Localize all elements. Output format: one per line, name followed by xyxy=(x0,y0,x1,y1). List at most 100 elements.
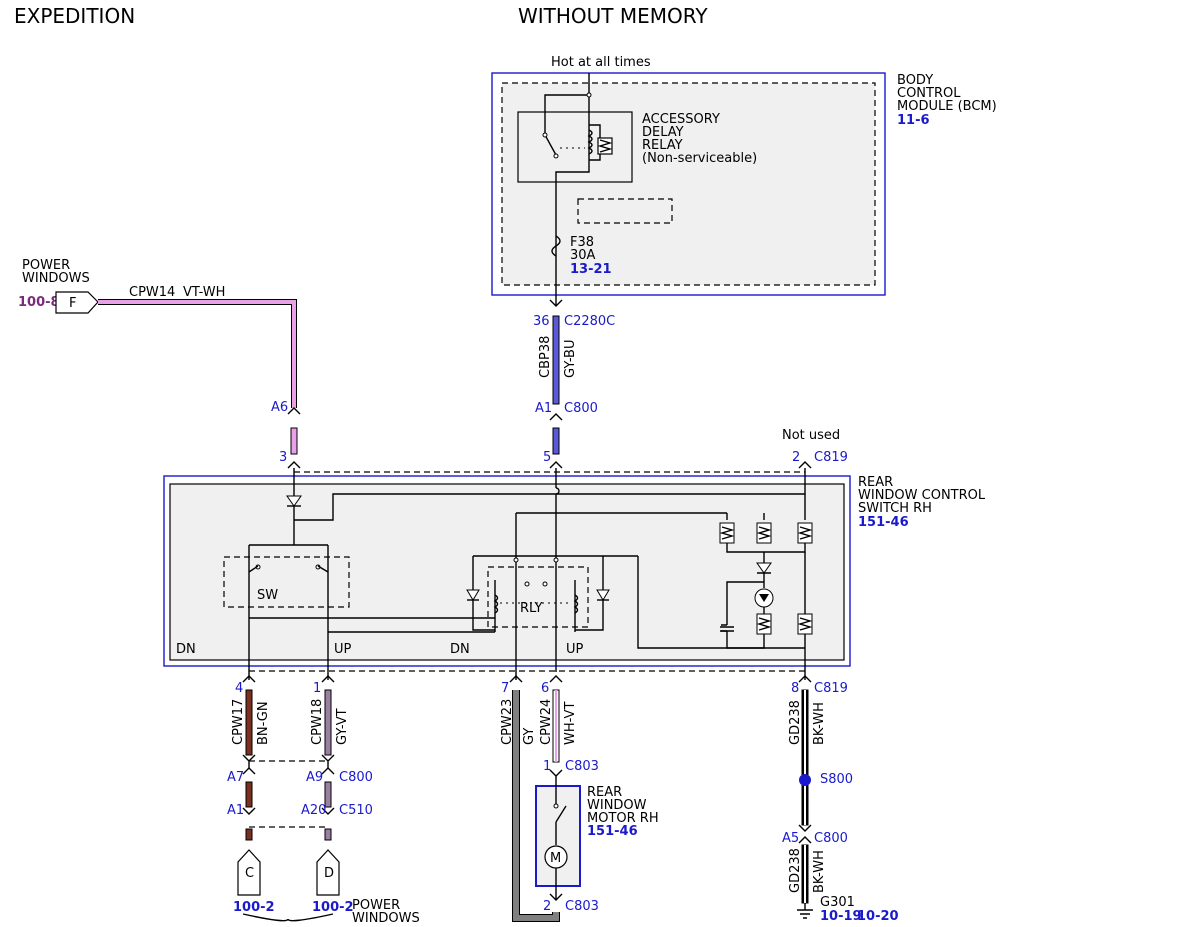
pw-bottom-ref-c-link[interactable]: 100-2 xyxy=(233,900,275,915)
motor-title-2: WINDOW xyxy=(587,798,647,813)
label-dn-2: DN xyxy=(450,642,470,657)
motor-symbol xyxy=(544,845,568,869)
c819-top-pin: 2 xyxy=(792,450,800,465)
switch-pin-5: 5 xyxy=(543,450,551,465)
connector-c-shape[interactable] xyxy=(237,849,261,896)
cbp38-color: GY-BU xyxy=(563,340,578,379)
relay-label-1: ACCESSORY xyxy=(642,112,720,127)
c510-pin-a: A1 xyxy=(227,803,244,818)
relay-label-2: DELAY xyxy=(642,125,684,140)
sw-group xyxy=(223,556,350,608)
c800-right-pin: A5 xyxy=(782,831,799,846)
switch-pin-3: 3 xyxy=(279,450,287,465)
connector-f-label: F xyxy=(69,296,76,311)
motor-ref-link[interactable]: 151-46 xyxy=(587,824,638,839)
c803-top-name[interactable]: C803 xyxy=(565,759,599,774)
bcm-module[interactable] xyxy=(491,72,886,296)
cpw24-color: WH-VT xyxy=(563,702,578,745)
switch-title-1: REAR xyxy=(858,475,893,490)
page-title-left: EXPEDITION xyxy=(14,4,135,28)
ground-ref-2-link[interactable]: 10-20 xyxy=(857,909,899,924)
gd238b-circuit: GD238 xyxy=(788,848,803,893)
connector-f-shape[interactable] xyxy=(55,291,99,314)
pw-top-label-2: WINDOWS xyxy=(22,271,90,286)
bcm-title-2: CONTROL xyxy=(897,86,961,101)
cpw18-circuit: CPW18 xyxy=(310,699,325,745)
cbp38-circuit: CBP38 xyxy=(538,336,553,378)
switch-pin-1: 1 xyxy=(313,681,321,696)
bcm-hot-label: Hot at all times xyxy=(551,55,651,70)
switch-pin-6: 6 xyxy=(541,681,549,696)
motor-title-3: MOTOR RH xyxy=(587,811,659,826)
cpw17-color: BN-GN xyxy=(256,701,271,745)
cpw17-circuit: CPW17 xyxy=(231,699,246,745)
sw-label: SW xyxy=(257,588,278,603)
wire-cpw17[interactable] xyxy=(245,689,253,756)
cpw24-circuit: CPW24 xyxy=(539,699,554,745)
connector-d-label: D xyxy=(324,866,334,881)
relay-label-3: RELAY xyxy=(642,138,683,153)
splice-s800[interactable] xyxy=(799,774,811,786)
bcm-title-1: BODY xyxy=(897,73,933,88)
wire-cpw14[interactable] xyxy=(98,299,297,408)
cpw18-color: GY-VT xyxy=(335,708,350,745)
c800-left-name[interactable]: C800 xyxy=(339,770,373,785)
wire-cpw18[interactable] xyxy=(324,689,332,756)
switch-title-3: SWITCH RH xyxy=(858,501,932,516)
ground-symbol xyxy=(797,903,813,919)
not-used-label: Not used xyxy=(782,428,840,443)
relay-label-4: (Non-serviceable) xyxy=(642,151,757,166)
label-dn-1: DN xyxy=(176,642,196,657)
c803-top-pin: 1 xyxy=(543,759,551,774)
pw-bottom-label-2: WINDOWS xyxy=(352,911,420,926)
connector-c-label: C xyxy=(245,866,254,881)
c2280c-pin: 36 xyxy=(533,314,550,329)
page-title-center: WITHOUT MEMORY xyxy=(518,4,708,28)
connector-d-shape[interactable] xyxy=(316,849,340,896)
pw-top-ref-link[interactable]: 100-8 xyxy=(18,295,60,310)
c800-left-pin-b: A9 xyxy=(306,770,323,785)
ground-name: G301 xyxy=(820,895,855,910)
pw-bottom-label-1: POWER xyxy=(352,898,400,913)
c800-left-pin-a: A7 xyxy=(227,770,244,785)
label-up-2: UP xyxy=(566,642,584,657)
accessory-delay-relay xyxy=(517,111,633,183)
cpw23-color: GY xyxy=(522,728,537,745)
bcm-ref-link[interactable]: 11-6 xyxy=(897,113,930,128)
pw-bottom-ref-d-link[interactable]: 100-2 xyxy=(312,900,354,915)
switch-pin-4: 4 xyxy=(235,681,243,696)
c510-pin-b: A20 xyxy=(301,803,326,818)
c800-right-name[interactable]: C800 xyxy=(814,831,848,846)
gd238a-color: BK-WH xyxy=(812,702,827,745)
motor-title-1: REAR xyxy=(587,785,622,800)
label-up-1: UP xyxy=(334,642,352,657)
motor-symbol-label: M xyxy=(550,851,561,866)
gd238a-circuit: GD238 xyxy=(788,700,803,745)
bcm-title-3: MODULE (BCM) xyxy=(897,99,997,114)
switch-title-2: WINDOW CONTROL xyxy=(858,488,986,503)
c800-top-name[interactable]: C800 xyxy=(564,401,598,416)
cpw14-color: VT-WH xyxy=(183,285,225,300)
rear-window-motor[interactable] xyxy=(535,785,581,887)
ground-ref-1-link[interactable]: 10-19 xyxy=(820,909,862,924)
rear-window-control-switch[interactable] xyxy=(163,475,851,667)
fuse-rating: 30A xyxy=(570,248,596,263)
a6-label: A6 xyxy=(271,400,288,415)
switch-pin-7: 7 xyxy=(501,681,509,696)
gd238b-color: BK-WH xyxy=(812,850,827,893)
wire-cbp38[interactable] xyxy=(552,315,560,405)
cpw23-circuit: CPW23 xyxy=(500,699,515,745)
c510-name[interactable]: C510 xyxy=(339,803,373,818)
c800-top-pin: A1 xyxy=(535,401,552,416)
c2280c-name[interactable]: C2280C xyxy=(564,314,615,329)
switch-ref-link[interactable]: 151-46 xyxy=(858,515,909,530)
pw-top-label-1: POWER xyxy=(22,258,70,273)
c819-bot-name[interactable]: C819 xyxy=(814,681,848,696)
rly-group xyxy=(487,566,589,628)
c819-bot-pin: 8 xyxy=(791,681,799,696)
fuse-ref-link[interactable]: 13-21 xyxy=(570,262,612,277)
c803-bot-name[interactable]: C803 xyxy=(565,899,599,914)
c819-top-name[interactable]: C819 xyxy=(814,450,848,465)
c803-bot-pin: 2 xyxy=(543,899,551,914)
